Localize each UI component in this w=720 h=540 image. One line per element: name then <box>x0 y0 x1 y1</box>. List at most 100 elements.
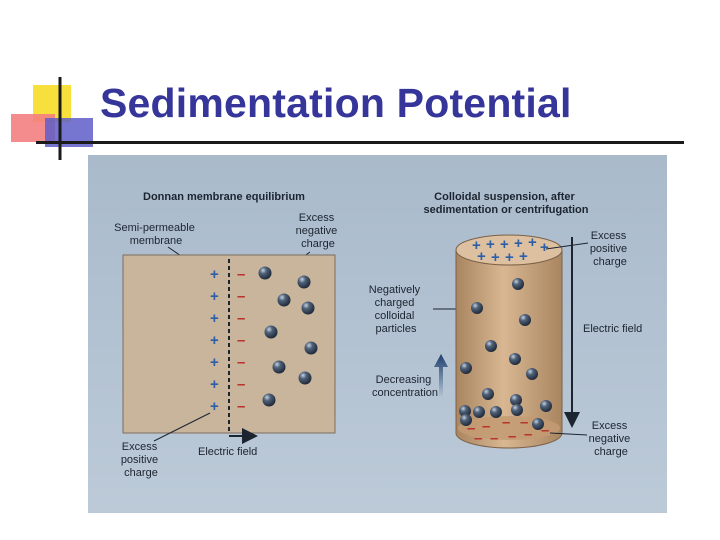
left-excess-positive-line-2: positive <box>121 454 158 466</box>
right-excess-positive-line-2: positive <box>590 243 627 255</box>
right-heading-line-2: sedimentation or centrifugation <box>423 204 588 216</box>
colloidal-particle <box>482 388 494 400</box>
minus-charge: – <box>520 414 528 431</box>
minus-charge: – <box>467 420 475 437</box>
colloidal-particle <box>473 406 485 418</box>
minus-charge: – <box>237 266 245 283</box>
plus-charge: + <box>505 249 514 266</box>
colloidal-particle <box>262 393 276 407</box>
right-excess-negative-line-2: negative <box>589 433 631 445</box>
left-excess-negative-line-2: negative <box>296 225 338 237</box>
minus-charge: – <box>524 426 532 443</box>
colloidal-particle <box>277 293 291 307</box>
plus-charge: + <box>472 237 481 254</box>
decreasing-concentration-arrow <box>434 354 448 397</box>
colloidal-particle <box>519 314 531 326</box>
minus-charge: – <box>541 422 549 439</box>
colloidal-particle <box>485 340 497 352</box>
plus-charge: + <box>500 236 509 253</box>
title-underline <box>36 141 684 144</box>
particles-label-line-1: Negatively <box>369 284 421 296</box>
right-electric-field-label: Electric field <box>583 323 642 335</box>
left-excess-negative-label: Excess negative charge <box>296 212 341 250</box>
plus-charge: + <box>514 235 523 252</box>
concentration-label-line-1: Decreasing <box>376 374 432 386</box>
left-excess-positive-label: Excess positive charge <box>121 441 161 479</box>
particles-label-line-2: charged <box>375 297 415 309</box>
right-excess-positive-line-1: Excess <box>591 230 627 242</box>
concentration-label: Decreasing concentration <box>372 374 438 399</box>
sample-cylinder <box>455 234 563 449</box>
plus-charge: + <box>477 248 486 265</box>
membrane-label-line-1: Semi-permeable <box>114 222 195 234</box>
right-excess-positive-pointer <box>545 242 589 250</box>
right-heading-line-1: Colloidal suspension, after <box>434 191 575 203</box>
right-heading: Colloidal suspension, after sedimentatio… <box>423 191 588 216</box>
cylinder-top <box>455 234 563 266</box>
plus-charge: + <box>210 288 219 305</box>
colloidal-particle <box>460 362 472 374</box>
particles-label-line-3: colloidal <box>375 310 415 322</box>
minus-charge: – <box>474 430 482 447</box>
minus-charge: – <box>237 354 245 371</box>
left-positive-charges: + + + + + + + <box>210 266 219 415</box>
membrane-label-line-2: membrane <box>130 235 183 247</box>
membrane-label: Semi-permeable membrane <box>114 222 198 247</box>
colloidal-particle <box>264 325 278 339</box>
right-excess-negative-line-3: charge <box>594 446 628 458</box>
colloidal-particle <box>471 302 483 314</box>
left-excess-negative-line-1: Excess <box>299 212 335 224</box>
minus-charge: – <box>237 288 245 305</box>
colloidal-particle <box>526 368 538 380</box>
colloidal-particle <box>459 405 471 417</box>
left-electric-field-label: Electric field <box>198 446 257 458</box>
colloidal-particle <box>298 371 312 385</box>
colloidal-particle <box>304 341 318 355</box>
colloidal-particle <box>540 400 552 412</box>
minus-charge: – <box>237 376 245 393</box>
colloidal-particle <box>532 418 544 430</box>
plus-charge: + <box>491 249 500 266</box>
left-excess-positive-line-1: Excess <box>122 441 158 453</box>
cylinder-top-positive-charges: + + + + + + + + + + <box>472 234 549 266</box>
cylinder-bottom-negative-charges: – – – – – – – – – <box>467 414 549 447</box>
particles-label-line-4: particles <box>376 323 417 335</box>
cylinder-body <box>455 249 563 449</box>
minus-charge: – <box>237 398 245 415</box>
left-excess-positive-pointer <box>153 412 211 442</box>
colloidal-particle <box>272 360 286 374</box>
diagram-canvas: Donnan membrane equilibrium Semi-permeab… <box>88 155 667 513</box>
left-heading: Donnan membrane equilibrium <box>143 191 305 203</box>
colloidal-particle <box>297 275 311 289</box>
plus-charge: + <box>210 310 219 327</box>
colloidal-particle <box>512 278 524 290</box>
minus-charge: – <box>482 418 490 435</box>
plus-charge: + <box>486 236 495 253</box>
right-excess-negative-line-1: Excess <box>592 420 628 432</box>
slide-logo <box>11 77 93 160</box>
left-excess-negative-line-3: charge <box>301 238 335 250</box>
slide-title: Sedimentation Potential <box>100 80 572 126</box>
left-negative-charges: – – – – – – – <box>237 266 245 415</box>
plus-charge: + <box>210 266 219 283</box>
right-excess-positive-line-3: charge <box>593 256 627 268</box>
right-excess-positive-label: Excess positive charge <box>590 230 630 268</box>
figure-diagram: Donnan membrane equilibrium Semi-permeab… <box>88 155 667 513</box>
colloidal-particle <box>301 301 315 315</box>
right-excess-negative-pointer <box>549 432 588 436</box>
particles-label: Negatively charged colloidal particles <box>369 284 423 335</box>
minus-charge: – <box>237 332 245 349</box>
colloidal-particle <box>510 394 522 406</box>
minus-charge: – <box>502 414 510 431</box>
minus-charge: – <box>237 310 245 327</box>
concentration-label-line-2: concentration <box>372 387 438 399</box>
plus-charge: + <box>210 332 219 349</box>
colloidal-particle <box>509 353 521 365</box>
minus-charge: – <box>490 430 498 447</box>
plus-charge: + <box>519 248 528 265</box>
plus-charge: + <box>540 239 549 256</box>
colloidal-particle <box>511 404 523 416</box>
colloidal-particle <box>258 266 272 280</box>
cylinder-colloidal-particles <box>459 278 552 430</box>
plus-charge: + <box>528 234 537 251</box>
